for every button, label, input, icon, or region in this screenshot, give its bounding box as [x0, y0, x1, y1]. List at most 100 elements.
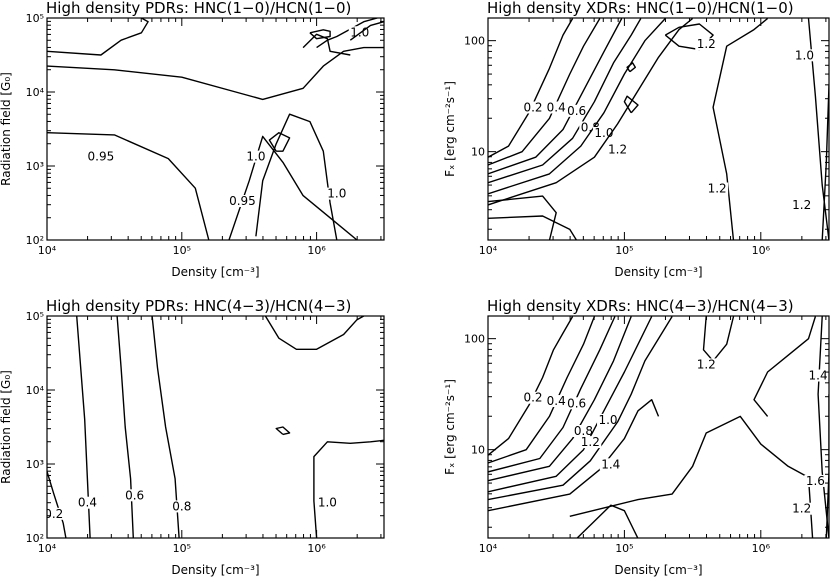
- x-tick-label: 10⁵: [615, 244, 633, 257]
- contour-line-0.2: [47, 471, 67, 538]
- y-axis-label: Radiation field [G₀]: [0, 370, 13, 484]
- contour-line-1: [313, 439, 384, 538]
- tick-marks: [487, 18, 829, 240]
- plot-frame: [46, 315, 385, 539]
- contour-line-1: [349, 21, 384, 41]
- contour-label: 1.2: [581, 435, 600, 449]
- contour-line-1: [488, 18, 666, 195]
- contour-label-bg: [89, 150, 112, 163]
- contour-label: 0.6: [567, 104, 586, 118]
- y-tick-label: 10²: [26, 532, 44, 545]
- contour-label-bg: [793, 49, 816, 62]
- contour-label-bg: [47, 507, 65, 520]
- x-axis-label: Density [cm⁻³]: [614, 563, 702, 577]
- y-axis-label: Fₓ [erg cm⁻²s⁻¹]: [443, 379, 457, 475]
- panel-title: High density PDRs: HNC(1−0)/HCN(1−0): [46, 0, 351, 17]
- contour-label-bg: [76, 496, 99, 509]
- contour-label: 0.95: [229, 194, 256, 208]
- contour-label: 1.2: [697, 357, 716, 371]
- contour-label-bg: [597, 413, 620, 426]
- contour-line-1: [47, 18, 149, 56]
- contour-line-1.2: [712, 18, 769, 240]
- contour-label: 0.4: [547, 100, 566, 114]
- contour-label-bg: [606, 143, 629, 156]
- contour-label: 0.8: [172, 499, 191, 513]
- contour-line-1: [302, 33, 351, 56]
- y-tick-label: 10⁴: [26, 86, 45, 99]
- y-tick-label: 100: [464, 333, 485, 346]
- contour-label: 1.0: [598, 413, 617, 427]
- panel-2: High density XDRs: HNC(1−0)/HCN(1−0) 0.2 0…: [443, 0, 830, 279]
- contour-line-1: [309, 29, 331, 40]
- contour-label-bg: [545, 395, 568, 408]
- x-axis-label: Density [cm⁻³]: [171, 563, 259, 577]
- contour-label-bg: [244, 150, 267, 163]
- contour-label-bg: [565, 397, 588, 410]
- contour-line-1.2: [569, 415, 814, 538]
- x-tick-label: 10⁶: [752, 542, 771, 555]
- contour-label: 1.2: [792, 198, 811, 212]
- contour-label-bg: [231, 195, 254, 207]
- x-tick-label: 10⁵: [173, 542, 191, 555]
- contour-label: 1.2: [697, 37, 716, 51]
- contour-line-0.6: [488, 18, 623, 175]
- contour-label: 0.8: [574, 424, 593, 438]
- y-tick-label: 10: [471, 146, 485, 159]
- contour-label: 0.95: [88, 150, 115, 164]
- contour-line-0.95: [228, 135, 358, 240]
- contour-line-1.6: [825, 394, 829, 538]
- x-tick-label: 10⁴: [479, 542, 498, 555]
- contour-line-0.8: [488, 18, 642, 184]
- x-tick-label: 10⁵: [615, 542, 633, 555]
- contour-line-1.2: [664, 23, 714, 51]
- contour-label-bg: [599, 458, 622, 471]
- contour-line-0.8: [488, 316, 632, 482]
- panel-title: High density PDRs: HNC(4−3)/HCN(4−3): [46, 297, 351, 315]
- contour-label: 1.2: [608, 143, 627, 157]
- y-axis-label: Radiation field [G₀]: [0, 72, 13, 186]
- contour-label: 1.4: [601, 457, 620, 471]
- contour-label-bg: [706, 182, 729, 195]
- contour-label: 1.0: [318, 496, 337, 510]
- contour-label-bg: [572, 425, 595, 438]
- tick-marks: [46, 17, 384, 241]
- contour-line-1.2: [626, 62, 636, 73]
- y-tick-label: 10⁵: [26, 310, 44, 323]
- x-tick-label: 10⁶: [307, 244, 326, 257]
- contour-label-bg: [804, 474, 827, 487]
- contour-label-bg: [807, 369, 829, 382]
- y-tick-label: 10³: [26, 458, 44, 471]
- contour-line-1.4: [576, 504, 639, 538]
- x-tick-label: 10⁴: [479, 244, 498, 257]
- contour-label: 0.4: [78, 496, 97, 510]
- contour-label: 1.6: [806, 474, 825, 488]
- contour-line-1.2: [753, 316, 817, 417]
- contour-line-0.2: [488, 18, 574, 158]
- y-axis-label: Fₓ [erg cm⁻²s⁻¹]: [443, 81, 457, 177]
- contour-label: 1.2: [792, 502, 811, 516]
- contour-label: 1.0: [350, 25, 369, 39]
- contour-label-bg: [579, 436, 602, 449]
- contour-label: 0.2: [523, 100, 542, 114]
- tick-marks: [46, 315, 384, 539]
- plot-frame: [46, 17, 385, 241]
- contour-line-1.4: [488, 399, 660, 512]
- contour-line-1: [488, 195, 557, 240]
- contour-label-bg: [123, 489, 146, 502]
- contour-label: 1.0: [795, 48, 814, 62]
- y-tick-label: 10⁵: [26, 12, 44, 25]
- x-tick-label: 10⁶: [307, 542, 326, 555]
- y-tick-label: 100: [464, 35, 485, 48]
- contour-label-bg: [522, 101, 545, 114]
- contour-group: 0.950.951.01.01.0: [47, 18, 384, 240]
- contour-label-bg: [695, 38, 718, 51]
- contour-label-bg: [790, 199, 813, 212]
- contour-label: 0.4: [547, 394, 566, 408]
- contour-line-1: [316, 18, 378, 49]
- contour-line-0.6: [116, 316, 134, 538]
- panel-title: High density XDRs: HNC(1−0)/HCN(1−0): [487, 0, 794, 17]
- contour-label: 1.2: [708, 182, 727, 196]
